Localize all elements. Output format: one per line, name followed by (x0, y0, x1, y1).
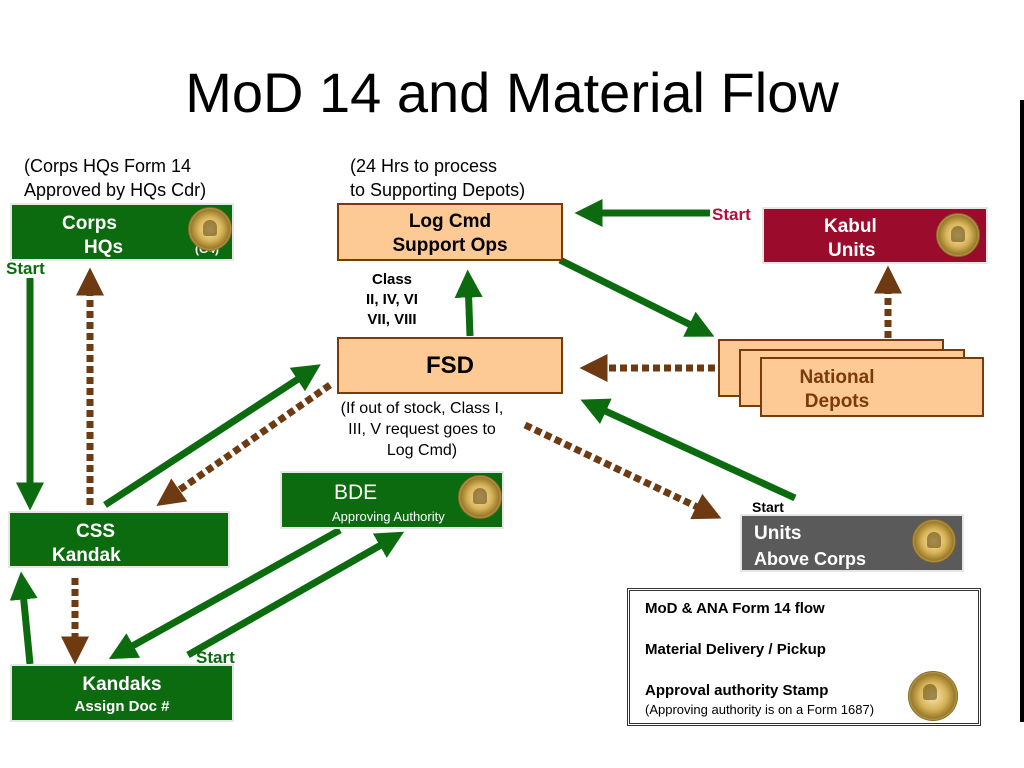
corps-note-line: Approved by HQs Cdr) (24, 180, 207, 200)
units-label: Units (754, 523, 802, 544)
step-number: 3 (18, 584, 24, 595)
afghan-seal-icon (188, 207, 232, 251)
hrs-note-line: (24 Hrs to process (350, 156, 498, 176)
fsd-box: FSD (337, 337, 563, 394)
corps-note: (Corps HQs Form 14 Approved by HQs Cdr) (24, 154, 206, 202)
class-note-line: II, IV, VI (366, 291, 418, 308)
delivery-fsd-to-css (156, 382, 333, 507)
stock-note-line: Log Cmd) (386, 442, 458, 459)
kabul-label: Units (828, 240, 876, 261)
corps-note-line: (Corps HQs Form 14 (24, 156, 192, 176)
step-number: 1 (386, 532, 392, 543)
legend-stamp-label: Approval authority Stamp (645, 682, 829, 699)
corps-label: Corps (62, 213, 117, 234)
bde-sub-label: Approving Authority (332, 509, 445, 524)
log-cmd-label: Support Ops (392, 235, 508, 256)
right-border-line (1020, 100, 1024, 722)
legend-form14-label: MoD & ANA Form 14 flow (645, 600, 825, 617)
log-cmd-box: Log Cmd Support Ops (337, 203, 563, 261)
class-note-line: Class (371, 271, 413, 288)
stock-note-line: III, V request goes to (348, 421, 496, 438)
stock-note: (If out of stock, Class I, III, V reques… (322, 398, 522, 461)
kandaks-label: Kandaks (82, 674, 162, 695)
bde-box: BDE Approving Authority (280, 471, 504, 529)
hrs-note: (24 Hrs to process to Supporting Depots) (350, 154, 525, 202)
afghan-seal-icon (936, 213, 980, 257)
national-depots-label: Depots (804, 391, 870, 412)
start-label: Start (196, 648, 235, 667)
national-depots-box: National Depots (760, 357, 984, 417)
stock-note-line: (If out of stock, Class I, (340, 400, 504, 417)
legend-delivery-label: Material Delivery / Pickup (645, 641, 826, 658)
arrow-logcmd-to-national (558, 256, 715, 337)
css-kandak-box: CSS Kandak (8, 511, 230, 568)
page-title: MoD 14 and Material Flow (185, 61, 839, 124)
kabul-label: Kabul (824, 216, 877, 237)
corps-label: HQs (84, 237, 124, 258)
delivery-fsd-to-units (523, 421, 722, 520)
corps-hqs-box: Corps HQs (G4) (10, 203, 234, 261)
fsd-label: FSD (426, 352, 474, 379)
class-note: Class II, IV, VI VII, VIII (352, 270, 432, 330)
arrow-fsd-to-logcmd (454, 269, 483, 337)
log-cmd-label: Log Cmd (408, 211, 492, 232)
afghan-seal-icon (912, 519, 956, 563)
class-note-line: VII, VIII (367, 311, 417, 328)
arrow-units-to-fsd (580, 398, 797, 502)
css-label: CSS (76, 521, 116, 542)
start-label: Start (712, 205, 751, 224)
legend-stamp-note: (Approving authority is on a Form 1687) (645, 702, 875, 717)
hrs-note-line: to Supporting Depots) (350, 180, 526, 200)
kabul-units-box: Kabul Units (762, 207, 988, 264)
kandaks-box: Kandaks Assign Doc # (10, 664, 234, 722)
bde-label: BDE (334, 481, 378, 504)
arrow-bde-to-kandaks (108, 526, 342, 660)
afghan-seal-icon (908, 671, 958, 721)
css-label: Kandak (52, 545, 121, 566)
legend: MoD & ANA Form 14 flow Material Delivery… (627, 588, 981, 726)
start-label: Start (752, 499, 784, 515)
national-depots-label: National (799, 367, 875, 388)
arrow-kandaks-to-bde (186, 531, 405, 659)
units-above-corps-box: Units Above Corps (740, 514, 964, 572)
arrow-kandaks-to-css (9, 571, 38, 665)
afghan-seal-icon (458, 475, 502, 519)
kandaks-label: Assign Doc # (74, 698, 170, 715)
start-label: Start (6, 259, 45, 278)
units-label: Above Corps (754, 549, 867, 569)
arrow-css-to-fsd (103, 364, 321, 508)
